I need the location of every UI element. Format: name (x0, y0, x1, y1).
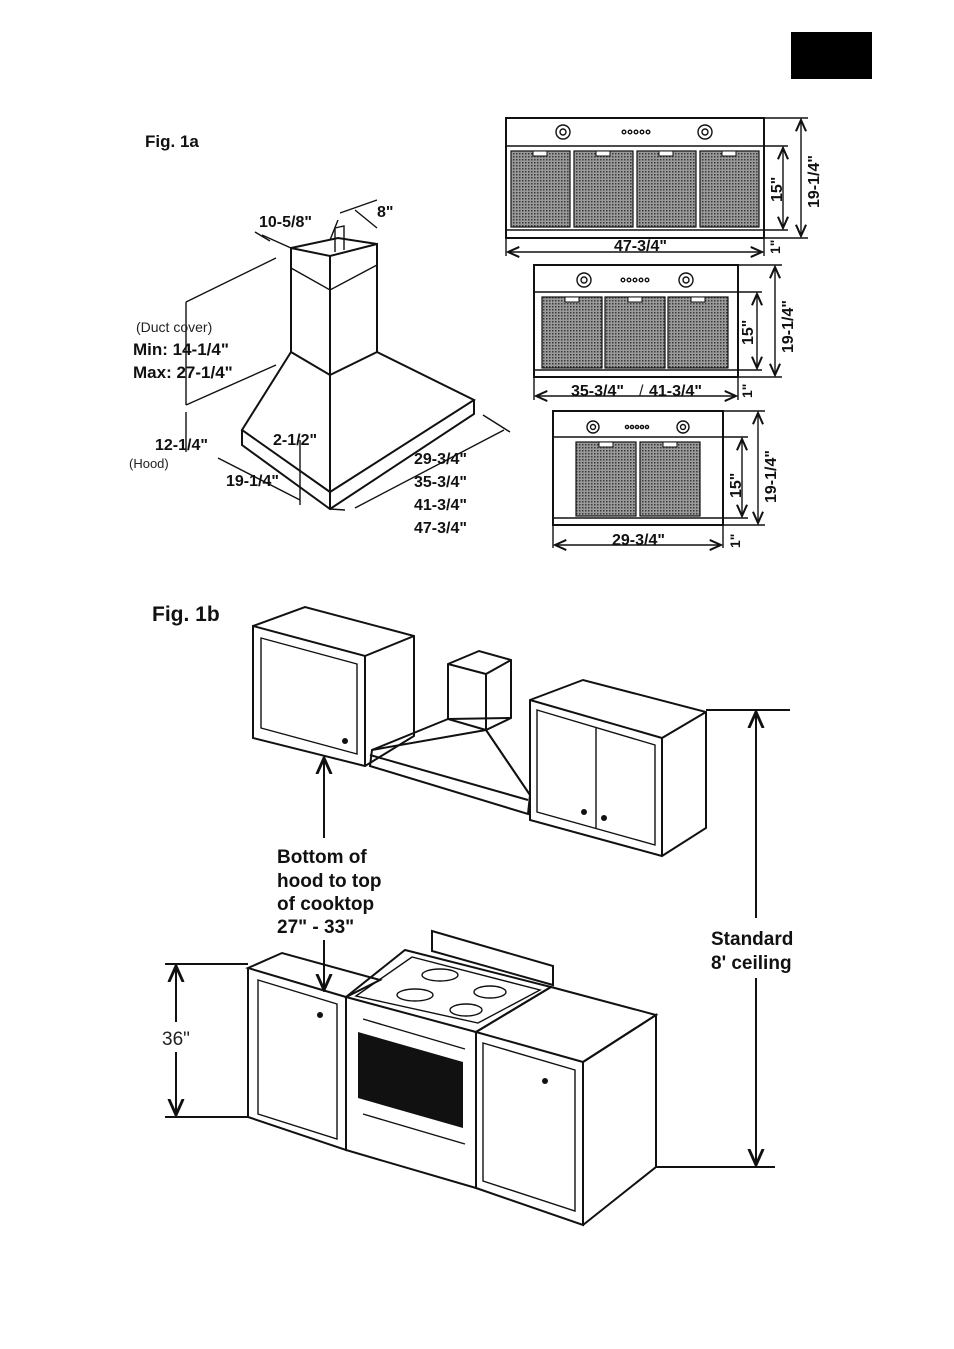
fig1b-dimension-lines (165, 710, 790, 1167)
clearance-line-1: Bottom of (277, 847, 367, 868)
fv2-width-label-a: 35-3/4" (571, 383, 624, 400)
label-duct-min: Min: 14-1/4" (133, 340, 229, 359)
cabinet-knob (601, 815, 607, 821)
grease-filter (605, 297, 665, 368)
fv3-width-label: 29-3/4" (612, 532, 665, 549)
range-hood (370, 651, 530, 814)
fig1b-title: Fig. 1b (152, 603, 220, 626)
fig1a-title: Fig. 1a (145, 132, 199, 151)
control-buttons-icon (621, 278, 649, 282)
grease-filter (576, 442, 636, 516)
control-buttons-icon (625, 425, 648, 428)
cabinet-knob (542, 1078, 548, 1084)
fv3-total-label: 19-1/4" (763, 450, 780, 503)
control-knob-icon (577, 273, 591, 287)
label-duct-max: Max: 27-1/4" (133, 363, 233, 382)
cabinet-knob (342, 738, 348, 744)
label-width-3: 41-3/4" (414, 497, 467, 514)
fv2-height-label: 15" (740, 320, 757, 345)
lower-right-cabinet (476, 987, 656, 1225)
label-chimney-width: 8" (377, 204, 393, 221)
label-hood-height: 12-1/4" (155, 437, 208, 454)
ceiling-line-2: 8' ceiling (711, 953, 792, 974)
ceiling-line-1: Standard (711, 929, 793, 950)
fv1-bottom-label: 1" (767, 240, 783, 254)
label-width-2: 35-3/4" (414, 474, 467, 491)
control-knob-icon (677, 421, 689, 433)
label-width-1: 29-3/4" (414, 451, 467, 468)
label-hood-caption: (Hood) (129, 456, 169, 471)
clearance-line-2: hood to top (277, 871, 381, 892)
grease-filter (640, 442, 700, 516)
label-hood-depth: 19-1/4" (226, 473, 279, 490)
fv2-width-sep: / (639, 383, 644, 400)
fv2-total-label: 19-1/4" (780, 300, 797, 353)
fv1-height-label: 15" (769, 177, 786, 202)
cabinet-knob (317, 1012, 323, 1018)
page-marker-block (791, 32, 872, 79)
fv1-width-label: 47-3/4" (614, 238, 667, 255)
counter-height-label: 36" (162, 1029, 190, 1050)
grease-filter (637, 151, 696, 227)
front-view-4-filters (506, 118, 808, 256)
fv1-total-label: 19-1/4" (806, 155, 823, 208)
control-knob-icon (698, 125, 712, 139)
label-width-4: 47-3/4" (414, 520, 467, 537)
label-edge-height: 2-1/2" (273, 432, 317, 449)
grease-filter (511, 151, 570, 227)
fv3-bottom-label: 1" (727, 534, 743, 548)
grease-filter (574, 151, 633, 227)
upper-right-cabinet (530, 680, 706, 856)
fv2-bottom-label: 1" (739, 384, 755, 398)
fv3-height-label: 15" (728, 473, 745, 498)
clearance-line-4: 27" - 33" (277, 917, 354, 938)
range-oven (346, 931, 553, 1188)
grease-filter (542, 297, 602, 368)
grease-filter (668, 297, 728, 368)
cabinet-knob (581, 809, 587, 815)
grease-filter (700, 151, 759, 227)
clearance-line-3: of cooktop (277, 894, 374, 915)
control-knob-icon (556, 125, 570, 139)
control-knob-icon (679, 273, 693, 287)
control-knob-icon (587, 421, 599, 433)
label-chimney-depth: 10-5/8" (259, 214, 312, 231)
control-buttons-icon (622, 130, 650, 134)
fv2-width-label-b: 41-3/4" (649, 383, 702, 400)
label-duct-cover: (Duct cover) (136, 319, 212, 335)
